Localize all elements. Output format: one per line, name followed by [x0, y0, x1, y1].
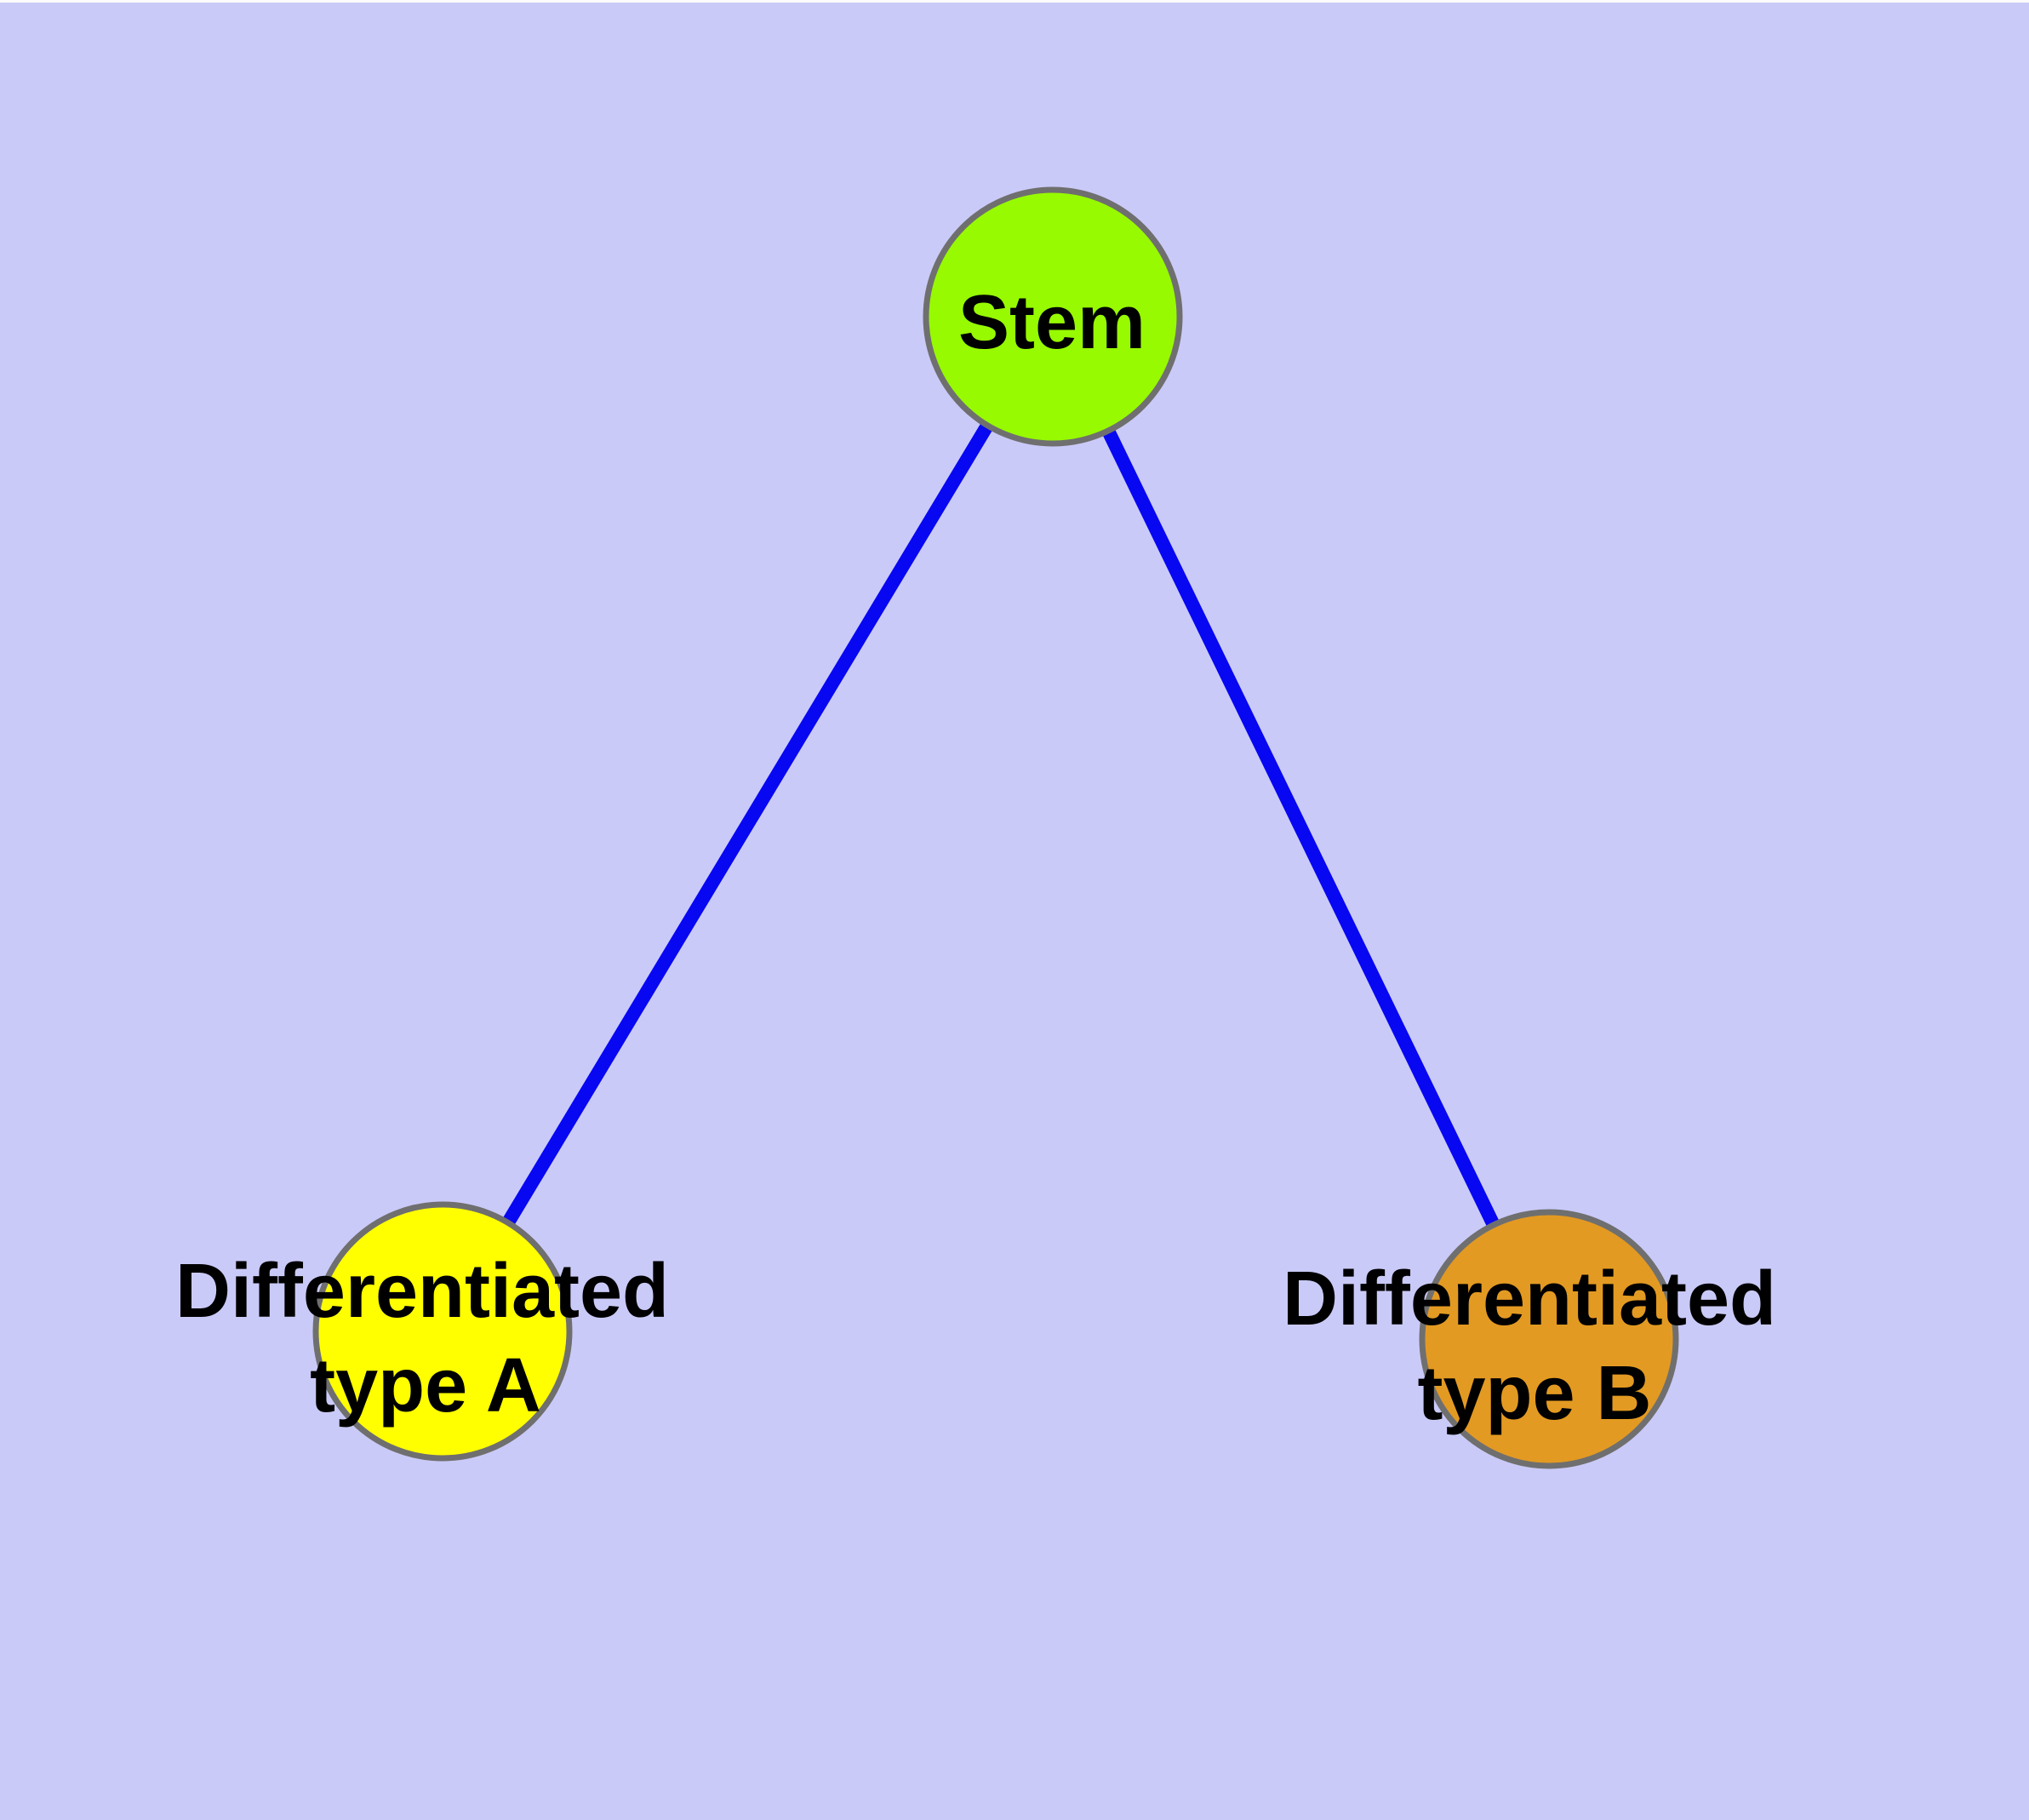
node-type-b-label-line2: type B: [1417, 1351, 1651, 1436]
node-labels: Stem Differentiated type A Differentiate…: [175, 280, 1776, 1436]
edge-stem-to-type-a: [437, 312, 1059, 1336]
node-type-b-label-line1: Differentiated: [1283, 1256, 1776, 1342]
node-type-a-label-line1: Differentiated: [175, 1249, 669, 1334]
node-type-b: [1419, 1209, 1679, 1469]
node-stem-label: Stem: [958, 280, 1146, 365]
node-type-a-label-line2: type A: [310, 1343, 541, 1428]
node-type-a: [312, 1201, 573, 1462]
node-stem: [923, 186, 1183, 447]
edge-stem-to-type-b: [1046, 313, 1556, 1342]
top-edge-strip: [0, 0, 2029, 3]
